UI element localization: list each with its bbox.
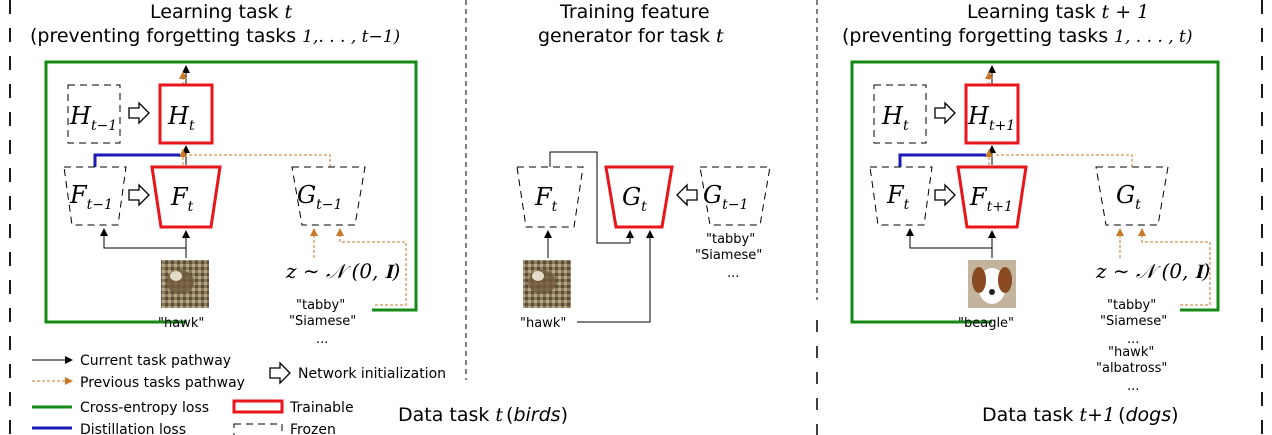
left-img-to-fprev [100,228,186,249]
right-h-prev-box [873,84,927,144]
right-label-5: ... [1127,379,1139,394]
left-f-cur-label: Ft [170,183,194,215]
legend-distill-label: Distillation loss [80,422,186,435]
left-label-1: "Siamese" [289,314,356,329]
right-label-1: "Siamese" [1100,314,1167,329]
legend-init-swatch [269,361,291,385]
middle-title-line1: Training feature [559,1,710,23]
right-label-2: ... [1127,332,1139,347]
right-f-prev-label: Ft [886,181,910,213]
left-init-arrow-h [128,101,150,125]
left-label-to-g [336,228,407,306]
left-f-cur-box [150,165,222,229]
legend-trainable-label: Trainable [289,400,354,416]
right-init-arrow-f [934,183,956,207]
left-f-prev-label: Ft−1 [69,181,113,213]
right-beagle-image [968,260,1016,308]
right-distill-path [898,153,986,167]
left-g-prev-box [291,166,366,226]
legend-trainable-swatch [232,399,284,414]
left-hawk-caption: "hawk" [158,316,204,331]
left-h-cur-label: Ht [167,102,195,134]
middle-g-label: Gt [622,183,647,215]
middle-hawk-image [523,260,571,308]
left-g-prev-label: Gt−1 [297,181,342,213]
right-f-prev-box [869,166,933,226]
middle-f-to-g-path [549,151,634,244]
legend: Current task pathway Previous tasks path… [32,353,446,435]
left-h-cur-box [158,83,214,145]
legend-current-label: Current task pathway [80,353,231,369]
right-img-to-fprev [906,228,992,249]
middle-label-2: ... [727,266,739,281]
right-h-cur-label: Ht+1 [967,102,1015,134]
right-label-3: "hawk" [1108,345,1154,360]
right-g-label: Gt [1116,181,1141,213]
legend-previous-label: Previous tasks pathway [80,375,245,391]
legend-ce-label: Cross-entropy loss [80,400,209,416]
legend-init-label: Network initialization [298,366,446,382]
left-label-0: "tabby" [296,298,345,313]
middle-g-box [604,165,674,229]
middle-label-1: "Siamese" [695,248,762,263]
middle-caption-to-g [577,230,654,323]
right-ce-loss-path [850,60,1220,324]
right-label-0: "tabby" [1107,298,1156,313]
middle-label-0: "tabby" [706,232,755,247]
right-beagle-caption: "beagle" [958,316,1014,331]
right-init-arrow-h [934,101,956,125]
legend-frozen-label: Frozen [290,422,336,435]
middle-f-box [516,166,584,228]
left-ce-loss-path [44,60,418,324]
right-h-cur-box [964,83,1020,145]
left-h-prev-box [67,84,121,144]
middle-g-prev-box [699,166,771,226]
right-h-prev-label: Ht [881,102,909,134]
right-f-cur-box [956,165,1028,229]
left-label-2: ... [316,332,328,347]
legend-frozen-swatch [233,423,283,435]
left-h-prev-label: Ht−1 [69,102,117,134]
left-f-prev-box [63,166,127,226]
left-init-arrow-f [128,183,150,207]
right-label-to-g [1138,228,1211,306]
left-prev-path-top [189,154,331,167]
middle-g-prev-label: Gt−1 [703,181,748,213]
right-label-4: "albatross" [1096,361,1167,376]
right-noise-label: z ∼ 𝒩 (0, 𝐈) [1095,259,1210,283]
left-noise-label: z ∼ 𝒩 (0, 𝐈) [285,259,400,283]
left-distill-path [93,153,180,167]
right-f-cur-label: Ft+1 [969,183,1013,215]
right-g-box [1095,166,1169,226]
right-prev-path-top [995,154,1133,167]
left-hawk-image [161,260,209,308]
middle-hawk-caption: "hawk" [520,316,566,331]
middle-f-label: Ft [534,183,558,215]
middle-init-arrow [676,183,698,207]
